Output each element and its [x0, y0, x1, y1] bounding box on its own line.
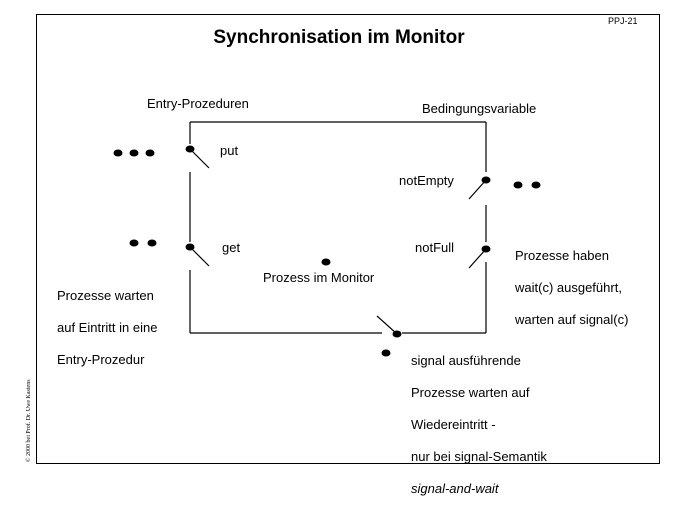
note-line: signal ausführende: [411, 353, 521, 368]
process-in-monitor: [321, 258, 331, 266]
note-line: Prozesse warten auf: [411, 385, 530, 400]
note-signal-ausfuehrende: signal ausführende Prozesse warten auf W…: [411, 337, 547, 513]
process-at-notempty: [481, 176, 491, 184]
label-notfull: notFull: [415, 240, 455, 255]
label-entry-prozeduren: Entry-Prozeduren: [147, 96, 249, 111]
note-signal-and-wait: signal-and-wait: [411, 481, 499, 496]
process-at-notfull: [481, 245, 491, 253]
waiting-process-put-3: [145, 149, 155, 157]
process-at-get: [185, 243, 195, 251]
waiting-process-put-1: [113, 149, 123, 157]
waiting-process-notempty-2: [531, 181, 541, 189]
waiting-process-notempty-1: [513, 181, 523, 189]
label-notempty: notEmpty: [399, 173, 454, 188]
waiting-process-get-2: [147, 239, 157, 247]
signal-gate: [376, 315, 398, 335]
get-gate: [189, 246, 210, 267]
note-line: warten auf signal(c): [515, 312, 629, 327]
notempty-gate: [468, 179, 487, 200]
note-line: auf Eintritt in eine: [57, 320, 158, 335]
note-line: Prozesse warten: [57, 288, 154, 303]
put-gate: [189, 148, 210, 169]
label-bedingungsvariable: Bedingungsvariable: [422, 101, 537, 116]
label-get: get: [222, 240, 241, 255]
waiting-process-signal: [381, 349, 391, 357]
note-prozesse-haben: Prozesse haben wait(c) ausgeführt, warte…: [515, 232, 628, 344]
note-line: wait(c) ausgeführt,: [515, 280, 622, 295]
label-put: put: [220, 143, 239, 158]
process-at-signal: [392, 330, 402, 338]
slide-frame: [36, 14, 660, 464]
monitor-diagram: [113, 121, 541, 357]
label-prozess-im-monitor: Prozess im Monitor: [263, 270, 375, 285]
note-warten-auf-eintritt: Prozesse warten auf Eintritt in eine Ent…: [57, 272, 157, 384]
page-title: Synchronisation im Monitor: [213, 27, 465, 48]
note-line: Wiedereintritt -: [411, 417, 496, 432]
note-line: Entry-Prozedur: [57, 352, 145, 367]
notfull-gate: [468, 248, 487, 269]
waiting-process-get-1: [129, 239, 139, 247]
waiting-process-put-2: [129, 149, 139, 157]
note-line: nur bei signal-Semantik: [411, 449, 547, 464]
process-at-put: [185, 145, 195, 153]
page-id: PPJ-21: [608, 16, 638, 26]
note-line: Prozesse haben: [515, 248, 609, 263]
